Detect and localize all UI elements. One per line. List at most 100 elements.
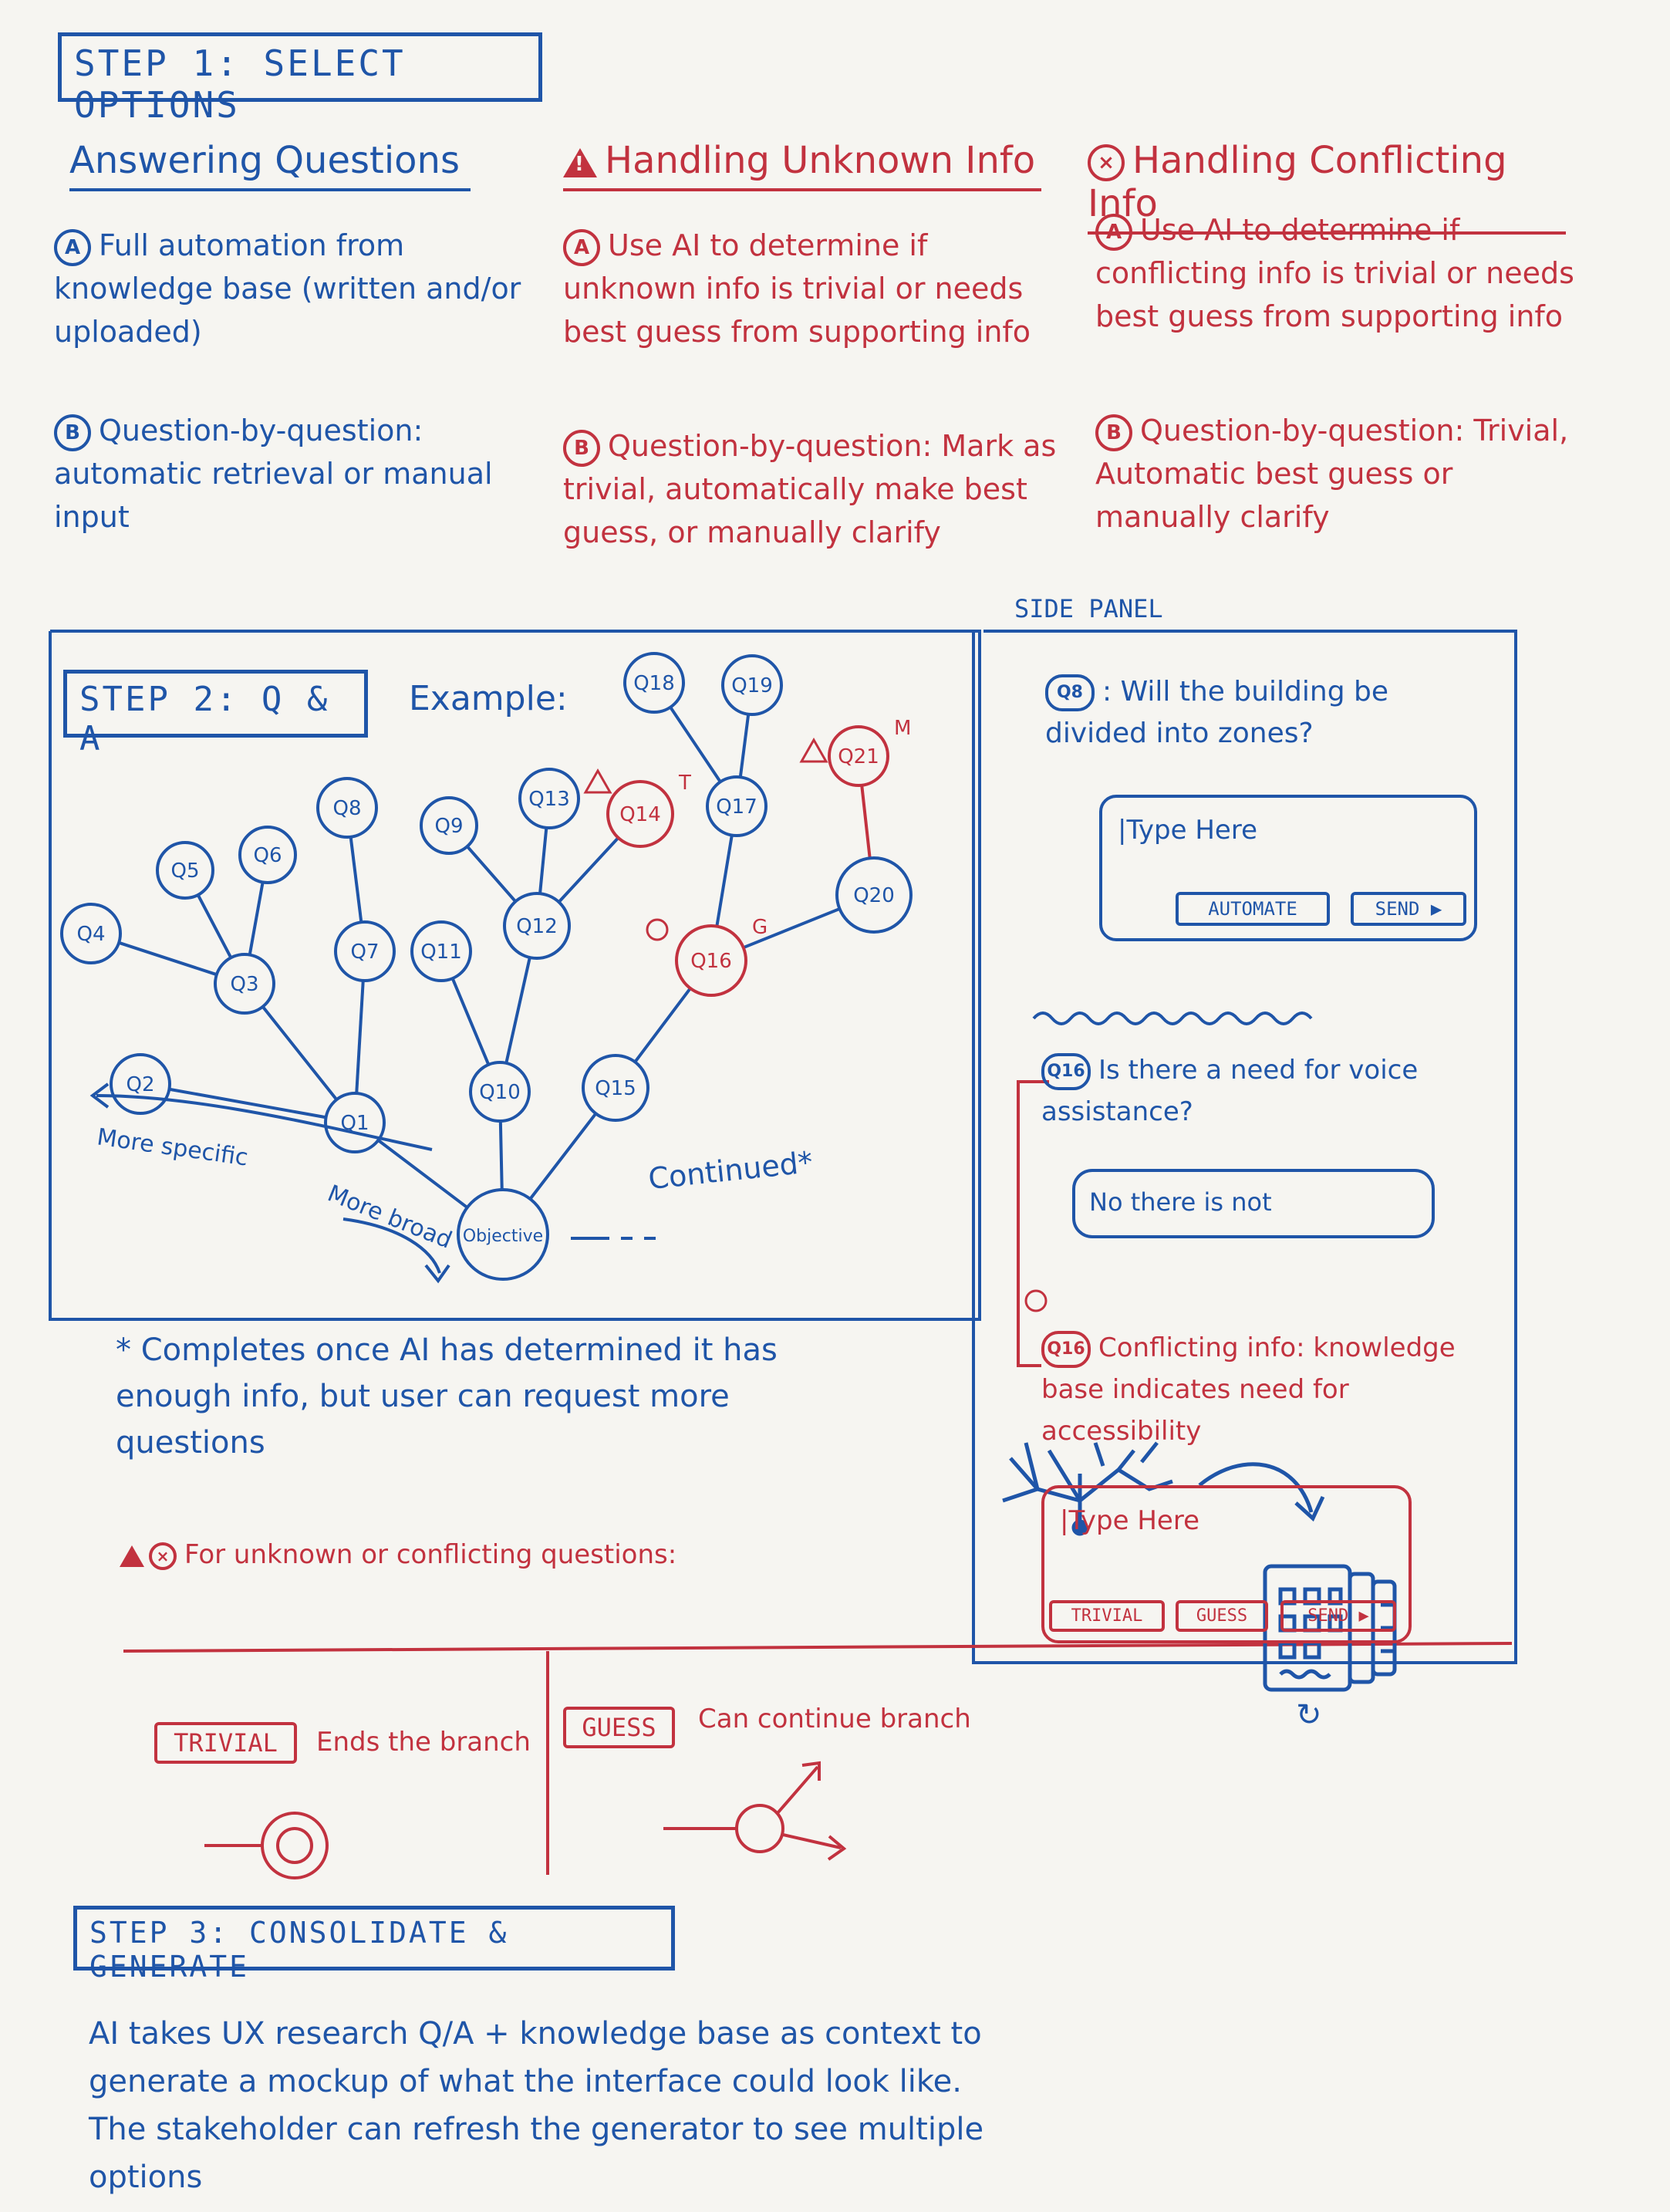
tree-edge-q1-q3: [261, 1005, 338, 1101]
node-circle: [582, 1054, 649, 1122]
node-circle: [469, 1061, 531, 1123]
step1-title: STEP 1: SELECT OPTIONS: [58, 32, 542, 126]
trivial-symbol-outer: [261, 1812, 329, 1879]
option-b-text: Question-by-question: automatic retrieva…: [54, 414, 493, 534]
tree-node-q16: Q16 G: [675, 916, 768, 997]
tree-node-q4: Q4: [60, 903, 122, 964]
more-broad-arrowhead: [424, 1264, 450, 1284]
tree-edge-q10-q11: [450, 978, 491, 1065]
node-label: Q14: [619, 803, 661, 826]
node-circle: [324, 1092, 386, 1153]
node-label: Q9: [434, 815, 463, 838]
flow-arrow: [1198, 1462, 1314, 1513]
tree-node-q18: Q18: [623, 652, 685, 714]
tree-node-q13: Q13: [518, 768, 580, 829]
answer-bubble: No there is not: [1072, 1169, 1435, 1238]
type-here-input-2[interactable]: |Type Here: [1060, 1505, 1199, 1536]
node-label: Q11: [420, 941, 462, 964]
node-circle: [675, 924, 747, 997]
answer-input-box-2[interactable]: |Type Here TRIVIAL GUESS SEND ▶: [1041, 1485, 1412, 1643]
node-label: Q18: [633, 672, 675, 695]
node-circle: [214, 953, 275, 1015]
answer-bubble-text: No there is not: [1089, 1187, 1272, 1217]
node-label: Q8: [332, 797, 361, 820]
node-label: Q5: [170, 859, 199, 883]
conflict-bracket: [1017, 1080, 1049, 1367]
node-circle: [835, 856, 913, 934]
guess-symbol-line-down: [782, 1833, 842, 1849]
trivial-symbol-inner: [276, 1827, 313, 1864]
warning-triangle-icon: !: [563, 148, 597, 177]
tree-edge-q10-q12: [504, 957, 531, 1064]
tree-node-objective: Objective: [457, 1188, 549, 1281]
side-question-q8: Q8: Will the building be divided into zo…: [1045, 671, 1493, 755]
conflict-x-icon: ×: [1088, 144, 1125, 181]
tree-edge-objective-q15: [528, 1113, 597, 1201]
send-button[interactable]: SEND ▶: [1280, 1600, 1396, 1632]
send-button[interactable]: SEND ▶: [1351, 892, 1466, 926]
option-a-marker: A: [563, 228, 600, 266]
step2-title: STEP 2: Q & A: [63, 670, 368, 758]
tree-node-q14: Q14 T: [606, 772, 691, 848]
node-label: Q16: [690, 950, 732, 973]
side-panel-title: SIDE PANEL: [1014, 594, 1163, 623]
tree-node-q19: Q19: [721, 654, 783, 716]
node-label: Q4: [76, 923, 105, 946]
legend-intro-text: For unknown or conflicting questions:: [184, 1539, 677, 1570]
node-label: Q13: [528, 788, 570, 811]
tree-node-q7: Q7: [334, 920, 396, 982]
tree-node-q17: Q17: [706, 775, 768, 837]
automate-button[interactable]: AUTOMATE: [1176, 892, 1330, 926]
legend-intro: ×For unknown or conflicting questions:: [120, 1539, 676, 1570]
conflicting-heading: ×Handling Conflicting Info: [1088, 139, 1566, 235]
trivial-legend-button: TRIVIAL: [154, 1722, 297, 1764]
step2-frame: [49, 630, 981, 1321]
trivial-button[interactable]: TRIVIAL: [1049, 1600, 1165, 1632]
tree-edge-objective-q10: [498, 1120, 504, 1190]
node-circle: [828, 725, 889, 787]
type-here-input-1[interactable]: |Type Here: [1118, 815, 1257, 846]
node-circle: [457, 1188, 549, 1281]
node-circle: [238, 826, 297, 884]
tree-edge-q12-q9: [466, 845, 517, 903]
conflict-x-icon: ×: [149, 1542, 177, 1570]
guess-button[interactable]: GUESS: [1176, 1600, 1268, 1632]
mini-tree-icon: [1002, 1441, 1173, 1536]
q16-marker: Q16: [1041, 1052, 1091, 1090]
tree-node-q9: Q9: [420, 796, 478, 855]
option-b-text: Question-by-question: Trivial, Automatic…: [1095, 414, 1569, 534]
node-circle: [110, 1053, 171, 1115]
answer-input-box-1[interactable]: |Type Here AUTOMATE SEND ▶: [1099, 795, 1477, 941]
tree-edge-q17-q19: [738, 714, 751, 778]
trivial-legend-text: Ends the branch: [316, 1727, 531, 1758]
node-label: Q10: [479, 1081, 521, 1104]
tree-edge-q16-q17: [715, 835, 734, 927]
step3-title: STEP 3: CONSOLIDATE & GENERATE: [73, 1906, 675, 1984]
option-b-text: Question-by-question: Mark as trivial, a…: [563, 429, 1057, 549]
tree-edge-q15-q16: [633, 987, 692, 1063]
conflicting-heading-text: Handling Conflicting Info: [1088, 139, 1507, 225]
node-circle: [410, 920, 472, 982]
q8-marker: Q8: [1045, 674, 1095, 711]
tree-edge-q16-q20: [742, 907, 841, 950]
tree-edge-objective-q1: [377, 1139, 468, 1209]
node-circle: [334, 920, 396, 982]
guess-symbol-arrowhead-up: [801, 1761, 821, 1781]
node-tag: G: [752, 916, 768, 939]
node-tag: T: [678, 772, 691, 795]
q16b-text: Conflicting info: knowledge base indicat…: [1041, 1332, 1456, 1447]
conflict-x-icon: [1024, 1289, 1048, 1312]
node-circle: [60, 903, 122, 964]
tree-edge-q3-q6: [248, 882, 265, 955]
warning-triangle-icon: [583, 768, 612, 794]
node-label: Q21: [838, 745, 879, 768]
q16b-marker: Q16: [1041, 1330, 1091, 1368]
conflict-x-icon: [646, 918, 669, 941]
refresh-icon[interactable]: ↻: [1296, 1697, 1322, 1733]
tree-node-q12: Q12: [503, 892, 571, 960]
